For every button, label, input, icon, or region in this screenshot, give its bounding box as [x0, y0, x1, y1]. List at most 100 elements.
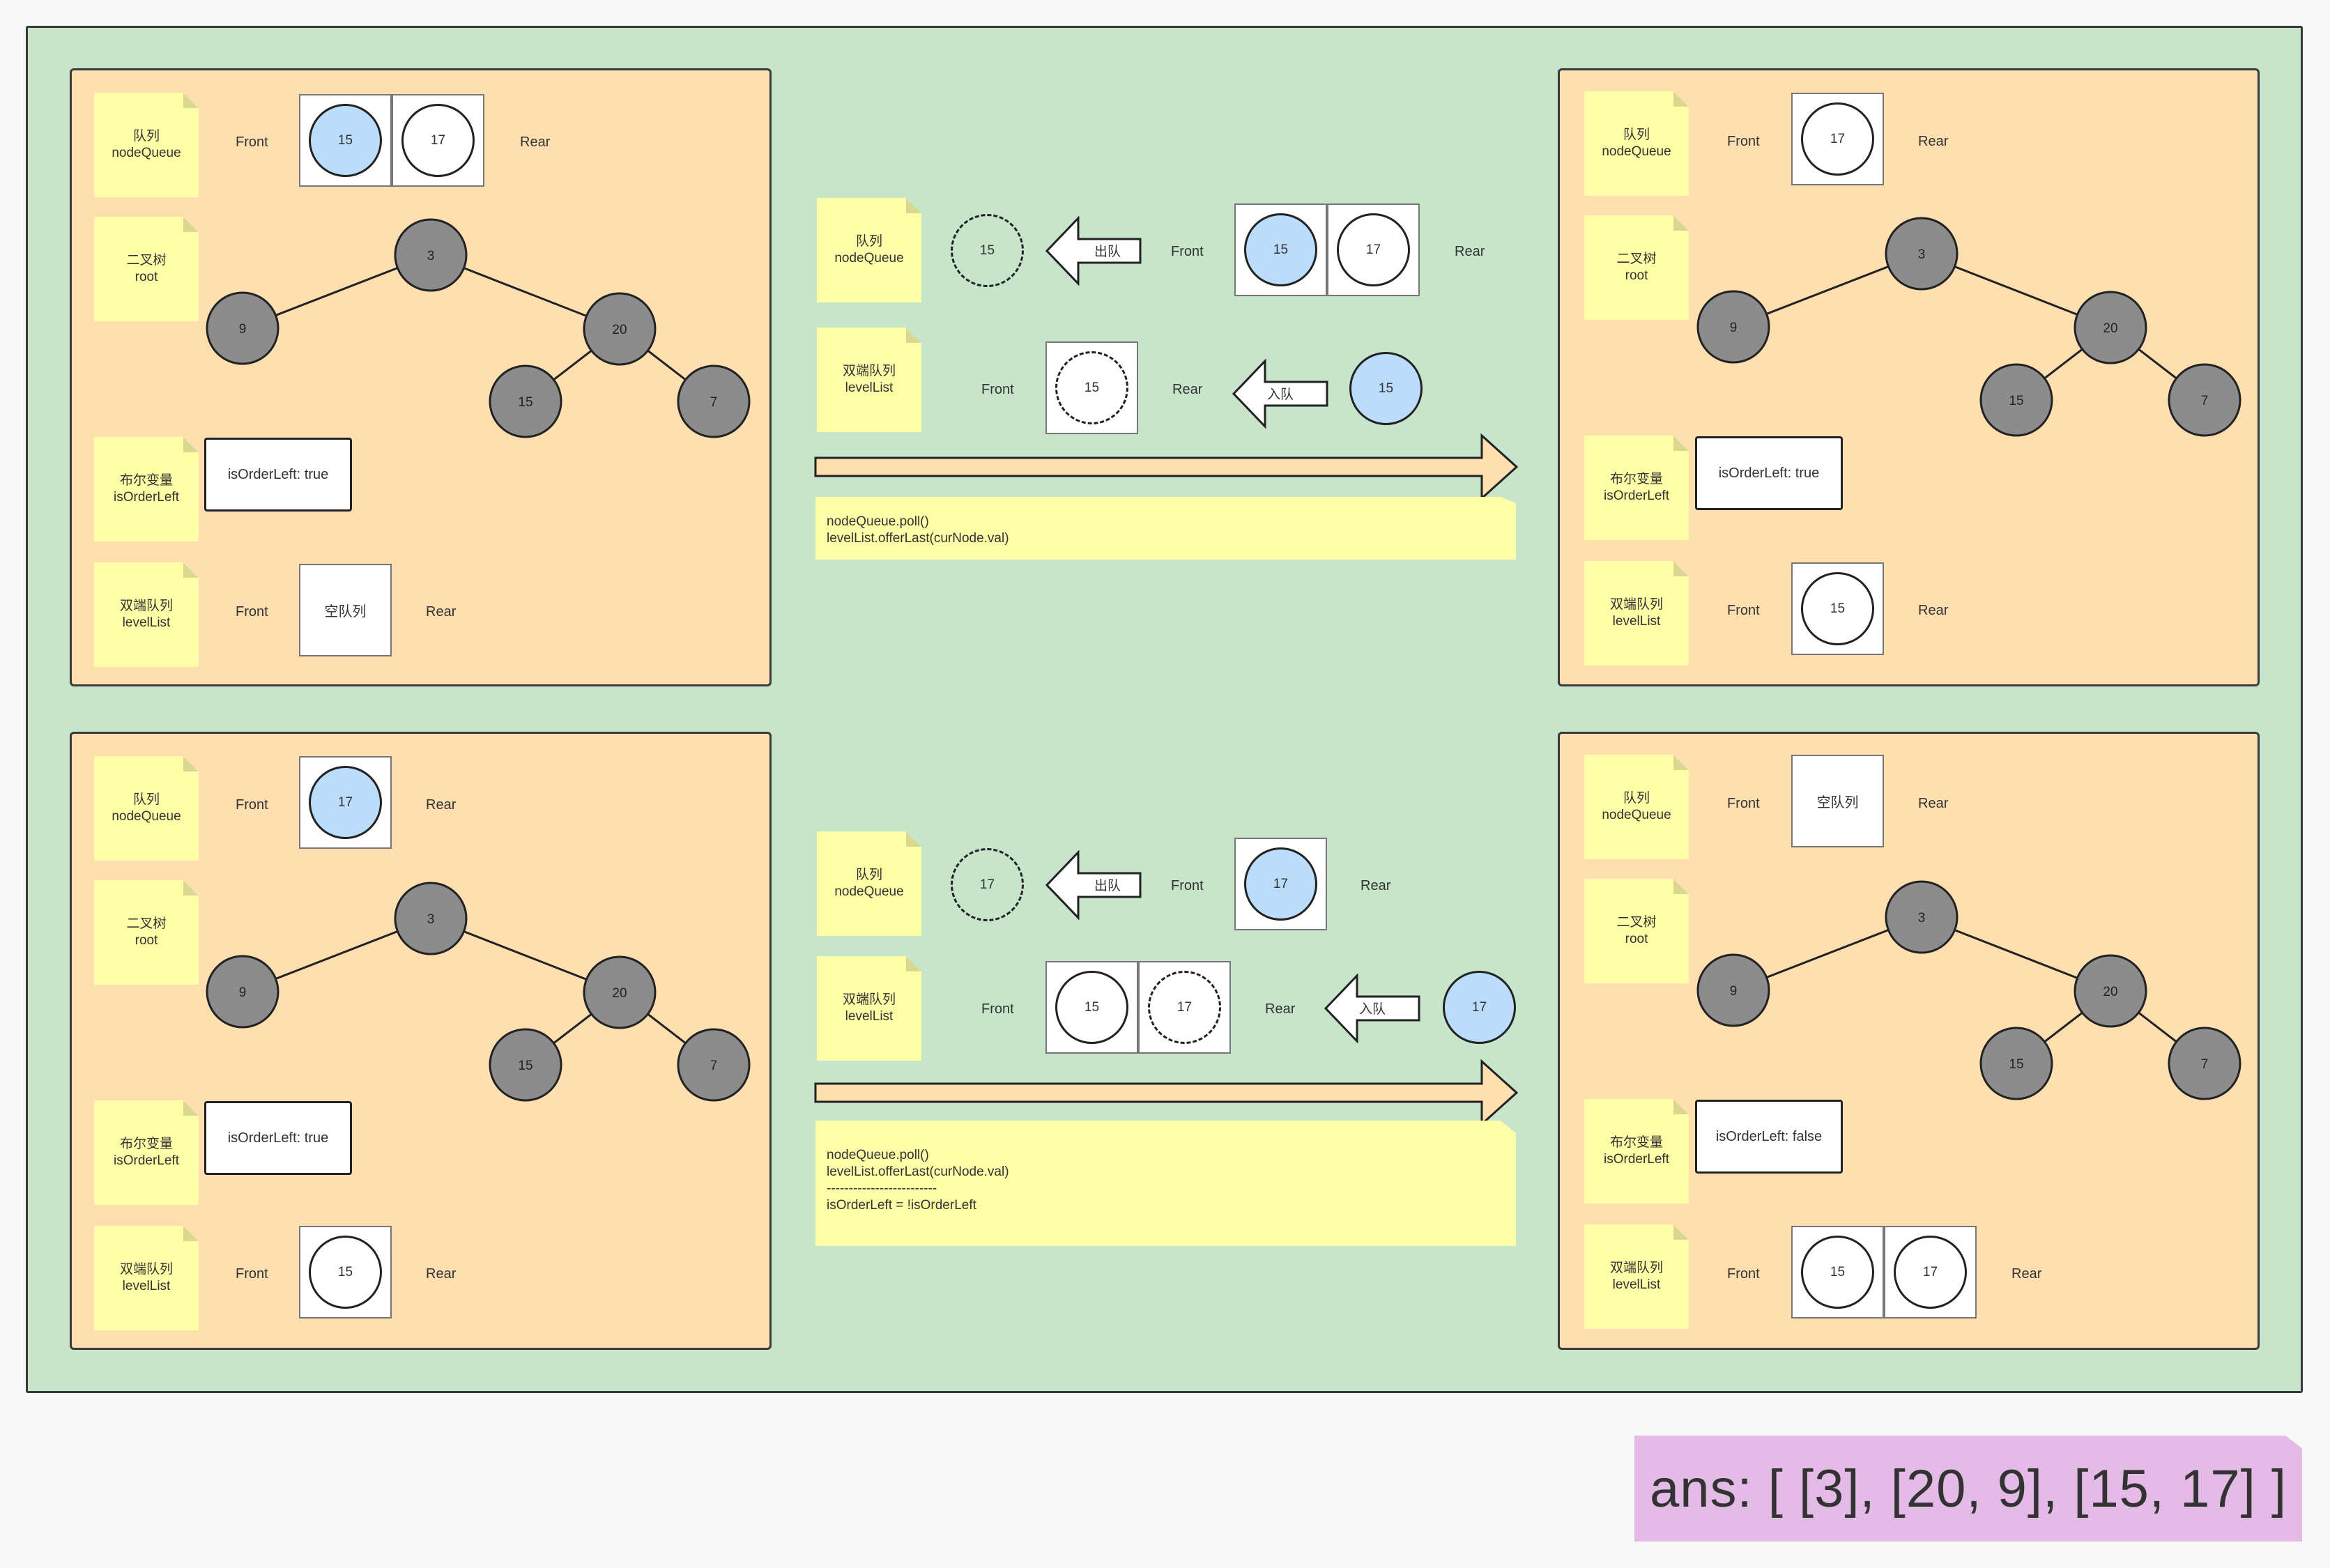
note-tree: 二叉树 root [94, 217, 199, 321]
deque-empty-cell: 空队列 [299, 564, 392, 656]
polled-node: 15 [951, 214, 1024, 287]
tree-node: 20 [583, 955, 657, 1029]
note-node-queue: 队列 nodeQueue [94, 93, 199, 197]
rear-label: Rear [426, 604, 457, 620]
rear-label: Rear [1918, 134, 1949, 149]
incoming-node: 15 [1349, 352, 1423, 425]
is-order-left-value: isOrderLeft: true [204, 1101, 352, 1175]
note-bool: 布尔变量 isOrderLeft [94, 437, 199, 541]
note-title: 双端队列 [842, 992, 896, 1007]
deque-slot-node: 15 [1055, 351, 1128, 424]
svg-text:7: 7 [710, 395, 718, 410]
note-tree: 二叉树 root [1584, 215, 1689, 320]
big-right-arrow [814, 1059, 1519, 1127]
rear-label: Rear [520, 134, 551, 150]
code-note: nodeQueue.poll() levelList.offerLast(cur… [815, 1121, 1516, 1246]
svg-text:入队: 入队 [1267, 387, 1294, 402]
svg-text:3: 3 [427, 912, 435, 927]
queue-node: 17 [401, 104, 475, 177]
svg-text:3: 3 [1918, 911, 1926, 925]
note-title: 二叉树 [1616, 252, 1657, 266]
svg-text:入队: 入队 [1359, 1001, 1386, 1017]
tree-node: 20 [2074, 954, 2147, 1028]
note-title: 队列 [132, 129, 160, 144]
front-label: Front [236, 604, 268, 620]
note-tree: 二叉树 root [1584, 879, 1689, 983]
tree-node: 3 [1885, 217, 1959, 291]
svg-text:7: 7 [2201, 394, 2209, 408]
front-label: Front [981, 1001, 1014, 1017]
deque-cell: 17 [1884, 1226, 1977, 1319]
tree-node: 15 [489, 1028, 562, 1102]
deque-cell: 15 [1791, 1226, 1884, 1319]
rear-label: Rear [1455, 244, 1485, 259]
note-title: 队列 [1623, 791, 1650, 806]
note-title: 二叉树 [126, 253, 167, 268]
note-deque: 双端队列 levelList [817, 956, 921, 1061]
front-label: Front [1727, 796, 1760, 811]
rear-label: Rear [426, 797, 457, 813]
note-title: 队列 [855, 868, 882, 882]
queue-node: 15 [309, 104, 382, 177]
note-subtitle: isOrderLeft [1604, 1152, 1669, 1167]
queue-node: 17 [1244, 847, 1317, 921]
tree-node: 3 [1885, 880, 1959, 954]
queue-node: 17 [1337, 213, 1410, 286]
panel-top-right: 队列 nodeQueue Front 17 Rear 二叉树 root 3 9 … [1558, 68, 2260, 686]
polled-node: 17 [951, 848, 1024, 921]
svg-text:3: 3 [1918, 247, 1926, 262]
svg-text:20: 20 [2103, 321, 2117, 336]
is-order-left-value: isOrderLeft: true [204, 438, 352, 512]
note-title: 队列 [855, 234, 882, 249]
rear-label: Rear [1918, 603, 1949, 618]
note-subtitle: isOrderLeft [1604, 489, 1669, 503]
panel-bottom-right: 队列 nodeQueue Front 空队列 Rear 二叉树 root 3 9… [1558, 732, 2260, 1350]
note-title: 队列 [1623, 128, 1650, 142]
note-bool: 布尔变量 isOrderLeft [94, 1100, 199, 1205]
note-deque: 双端队列 levelList [817, 328, 921, 432]
note-node-queue: 队列 nodeQueue [817, 198, 921, 302]
note-title: 布尔变量 [1609, 1135, 1663, 1150]
front-label: Front [1727, 603, 1760, 618]
queue-node: 15 [1244, 213, 1317, 286]
front-label: Front [981, 382, 1014, 397]
note-subtitle: levelList [845, 381, 894, 395]
svg-text:15: 15 [2009, 394, 2023, 408]
note-title: 布尔变量 [1609, 472, 1663, 486]
note-title: 布尔变量 [119, 473, 173, 488]
note-subtitle: levelList [845, 1009, 894, 1024]
rear-label: Rear [1918, 796, 1949, 811]
is-order-left-value: isOrderLeft: false [1695, 1100, 1843, 1174]
deque-cell: 15 [299, 1226, 392, 1319]
note-node-queue: 队列 nodeQueue [1584, 91, 1689, 196]
note-subtitle: root [1625, 268, 1648, 283]
front-label: Front [1171, 244, 1204, 259]
svg-text:9: 9 [239, 985, 247, 1000]
front-label: Front [236, 1266, 268, 1282]
queue-cell: 17 [1791, 93, 1884, 185]
tree-node: 7 [677, 1028, 751, 1102]
front-label: Front [1727, 1266, 1760, 1282]
note-subtitle: nodeQueue [112, 146, 181, 160]
tree-node: 7 [2168, 363, 2241, 437]
tree-node: 3 [394, 882, 468, 955]
note-title: 双端队列 [842, 364, 896, 378]
note-tree: 二叉树 root [94, 880, 199, 985]
incoming-node: 17 [1443, 971, 1516, 1044]
tree-node: 15 [1979, 1027, 2053, 1100]
queue-cell: 17 [1327, 203, 1420, 296]
rear-label: Rear [1265, 1001, 1296, 1017]
note-subtitle: levelList [1612, 614, 1661, 629]
queue-empty-cell: 空队列 [1791, 755, 1884, 847]
note-subtitle: nodeQueue [834, 251, 904, 266]
svg-text:7: 7 [2201, 1057, 2209, 1072]
rear-label: Rear [2011, 1266, 2042, 1282]
dequeue-arrow: 出队 [1045, 850, 1142, 920]
panel-top-left: 队列 nodeQueue Front 15 17 Rear 二叉树 root 3… [70, 68, 772, 686]
note-subtitle: levelList [1612, 1277, 1661, 1292]
note-title: 队列 [132, 792, 160, 807]
deque-node: 15 [309, 1236, 382, 1309]
svg-text:9: 9 [1730, 984, 1738, 999]
svg-text:9: 9 [1730, 321, 1738, 335]
note-title: 双端队列 [119, 1262, 173, 1277]
